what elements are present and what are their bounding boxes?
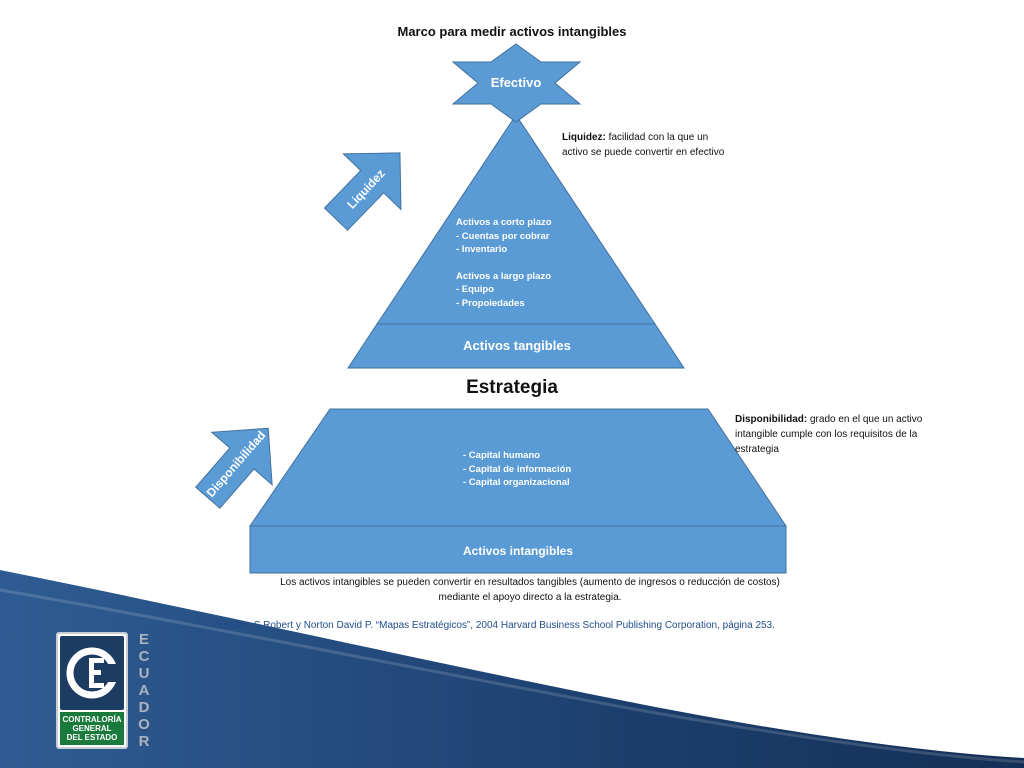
strategy-heading: Estrategia [466,377,558,398]
logo-letter: D [138,699,150,716]
intangible-assets-label: Activos intangibles [462,544,574,558]
disponibilidad-arrow-shape [195,427,273,509]
list-item: - Propoiedades [456,297,525,309]
liquidez-note-term: Liquidez: [562,132,606,143]
logo-org-line: CONTRALORÍA [62,715,122,724]
logo-org-name: CONTRALORÍA GENERAL DEL ESTADO [60,712,124,745]
intangible-assets-list: - Capital humano - Capital de informació… [463,449,571,490]
footer-note: Los activos intangibles se pueden conver… [260,575,800,605]
top-pyramid-base [347,323,685,369]
efectivo-star-shape [451,43,582,123]
logo-letter: O [138,716,150,733]
footer-line1: Los activos intangibles se pueden conver… [280,577,780,588]
list-item: - Cuentas por cobrar [456,230,550,242]
liquidez-arrow-shape [323,152,402,231]
disponibilidad-note-line3: estrategia [735,444,779,455]
list-item: - Capital organizacional [463,477,570,488]
logo-letter: U [138,665,150,682]
liquidez-note: Liquidez: facilidad con la que un activo… [562,130,762,160]
disponibilidad-note-line2: intangible cumple con los requisitos de … [735,429,918,440]
liquidez-note-line1: facilidad con la que un [605,132,709,143]
list-item: - Capital humano [463,450,541,461]
tangible-assets-list: Activos a corto plazo - Cuentas por cobr… [456,216,552,310]
logo-letter: R [138,733,150,750]
list-item: - Equipo [456,284,494,295]
contraloria-logo: CONTRALORÍA GENERAL DEL ESTADO [56,632,128,749]
disponibilidad-note: Disponibilidad: grado en el que un activ… [735,412,935,457]
list-item: - Capital de información [463,463,572,475]
bottom-pyramid-base [249,525,787,574]
footer-line2: mediante el apoyo directo a la estrategi… [438,592,622,603]
citation: Kaplan, S Robert y Norton David P. “Mapa… [217,620,775,631]
slide-title: Marco para medir activos intangibles [397,24,627,39]
disponibilidad-note-line1: grado en el que un activo [807,414,923,425]
liquidez-note-line2: activo se puede convertir en efectivo [562,147,725,158]
logo-letter: E [138,631,149,648]
logo-org-line: DEL ESTADO [66,733,118,742]
short-term-heading: Activos a corto plazo [456,217,552,228]
cge-emblem-icon [66,647,122,699]
logo-vertical-word: E C U A D O R [134,631,154,750]
efectivo-label: Efectivo [490,75,542,90]
logo-emblem [60,636,124,710]
logo-letter: A [138,682,150,699]
disponibilidad-note-term: Disponibilidad: [735,414,808,425]
logo-org-line: GENERAL [72,724,112,733]
long-term-heading: Activos a largo plazo [456,270,552,282]
list-item: - Inventario [456,244,508,255]
tangible-assets-label: Activos tangibles [463,338,571,353]
logo-letter: C [138,648,150,665]
